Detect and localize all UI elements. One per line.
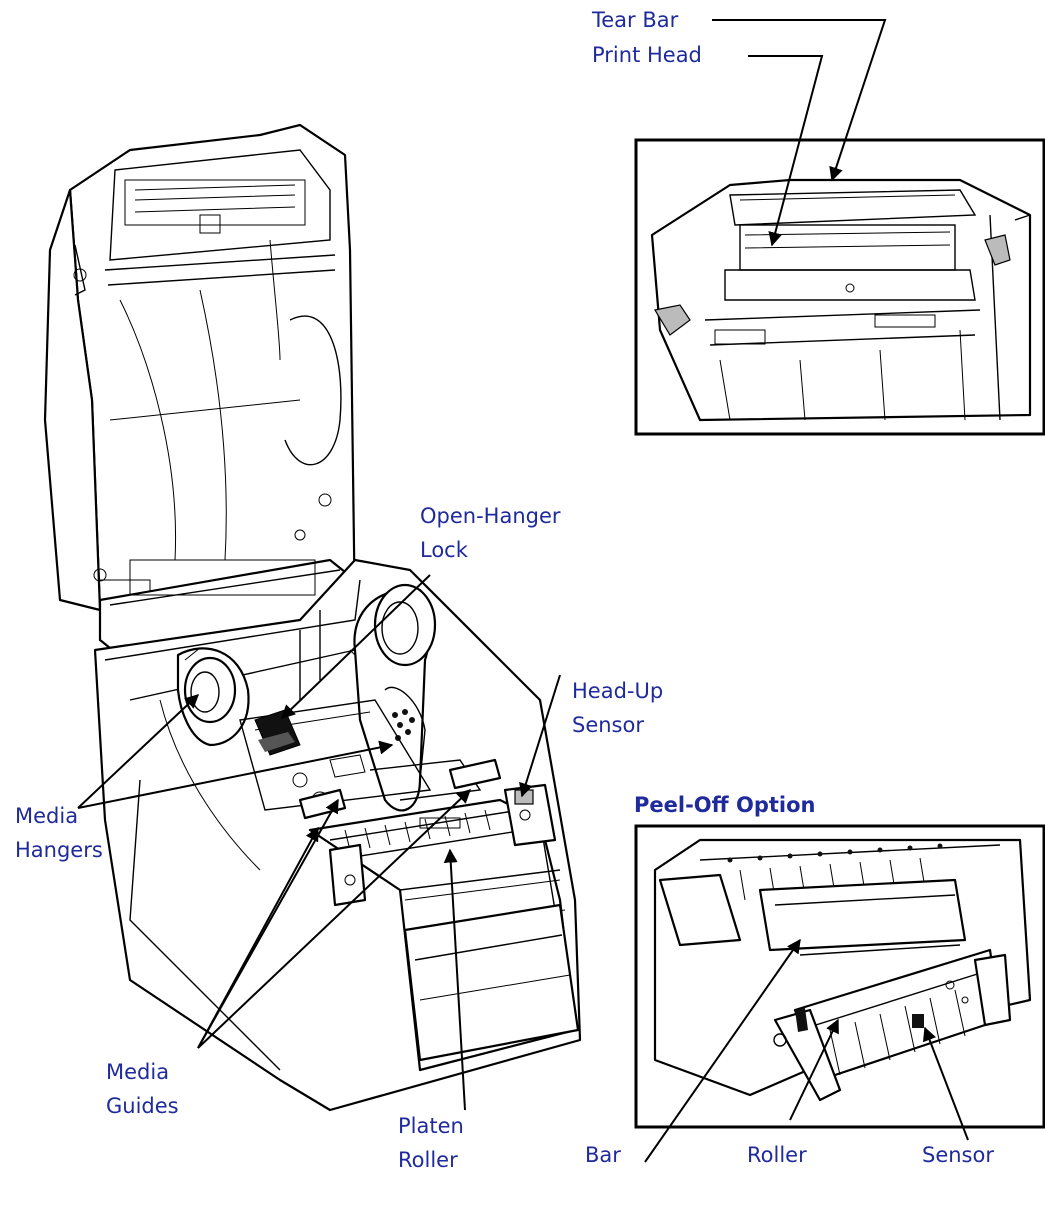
label-print-head: Print Head: [592, 43, 702, 67]
label-open-hanger-lock-line2: Lock: [420, 538, 469, 562]
label-media-hangers-line1: Media: [15, 804, 78, 828]
label-head-up-sensor-line2: Sensor: [572, 713, 644, 737]
leader-lines: [77, 19, 969, 1163]
printer-illustration: [43, 123, 582, 1112]
label-platen-roller-line1: Platen: [398, 1114, 464, 1138]
label-sensor: Sensor: [922, 1143, 994, 1167]
label-platen-roller-line2: Roller: [398, 1148, 458, 1172]
label-tear-bar: Tear Bar: [591, 8, 679, 32]
label-peel-off-option: Peel-Off Option: [634, 793, 815, 817]
peel-off-inset: [634, 824, 1045, 1129]
label-media-hangers-line2: Hangers: [15, 838, 103, 862]
print-head-inset: [634, 138, 1045, 436]
label-roller: Roller: [747, 1143, 807, 1167]
label-media-guides-line1: Media: [106, 1060, 169, 1084]
label-media-guides-line2: Guides: [106, 1094, 179, 1118]
label-bar: Bar: [585, 1143, 621, 1167]
label-head-up-sensor-line1: Head-Up: [572, 679, 663, 703]
label-open-hanger-lock-line1: Open-Hanger: [420, 504, 561, 528]
